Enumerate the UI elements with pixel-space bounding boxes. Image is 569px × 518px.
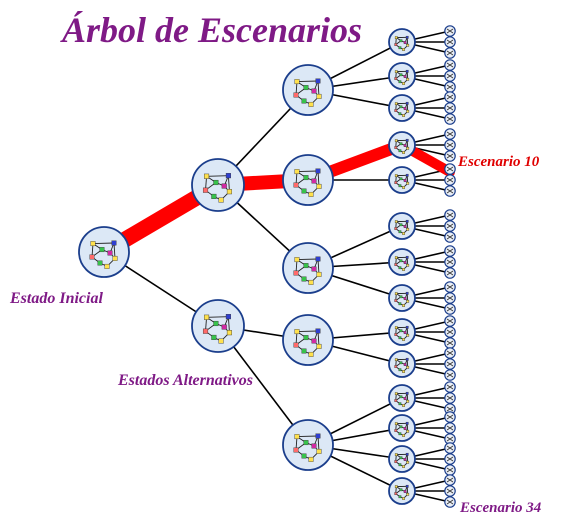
leaf-scenario-28 <box>444 358 456 370</box>
node-level2-0 <box>282 64 334 116</box>
node-level3-5 <box>388 212 416 240</box>
leaf-scenario-33 <box>444 411 456 423</box>
leaf-scenario-22 <box>444 292 456 304</box>
leaf-scenario-11 <box>444 150 456 162</box>
leaf-scenario-34 <box>444 422 456 434</box>
leaf-scenario-15 <box>444 209 456 221</box>
tree-nodes <box>78 25 456 508</box>
node-level3-7 <box>388 284 416 312</box>
diagram-labels: Árbol de Escenarios Estado Inicial Estad… <box>9 10 542 516</box>
node-level3-13 <box>388 477 416 505</box>
leaf-scenario-24 <box>444 315 456 327</box>
leaf-scenario-39 <box>444 474 456 486</box>
leaf-scenario-3 <box>444 59 456 71</box>
diagram-title: Árbol de Escenarios <box>60 10 362 50</box>
leaf-scenario-4 <box>444 70 456 82</box>
leaf-scenario-19 <box>444 256 456 268</box>
node-level3-10 <box>388 384 416 412</box>
leaf-scenario-18 <box>444 245 456 257</box>
leaf-scenario-2 <box>444 47 456 59</box>
node-level3-0 <box>388 28 416 56</box>
leaf-scenario-16 <box>444 220 456 232</box>
leaf-scenario-10 <box>444 139 456 151</box>
node-level3-1 <box>388 62 416 90</box>
node-level2-4 <box>282 419 334 471</box>
leaf-scenario-9 <box>444 128 456 140</box>
leaf-scenario-5 <box>444 81 456 93</box>
leaf-scenario-35 <box>444 433 456 445</box>
node-initial-state <box>78 226 130 278</box>
leaf-scenario-41 <box>444 496 456 508</box>
leaf-scenario-21 <box>444 281 456 293</box>
leaf-scenario-40 <box>444 485 456 497</box>
node-level2-2 <box>282 242 334 294</box>
leaf-scenario-27 <box>444 347 456 359</box>
node-level3-3 <box>388 131 416 159</box>
leaf-scenario-17 <box>444 231 456 243</box>
leaf-scenario-7 <box>444 102 456 114</box>
node-level3-11 <box>388 414 416 442</box>
leaf-scenario-14 <box>444 185 456 197</box>
node-level2-3 <box>282 314 334 366</box>
leaf-scenario-8 <box>444 113 456 125</box>
leaf-scenario-36 <box>444 442 456 454</box>
node-level3-8 <box>388 318 416 346</box>
label-scenario-10: Escenario 10 <box>457 154 540 170</box>
node-level1-0 <box>191 158 245 212</box>
leaf-scenario-1 <box>444 36 456 48</box>
label-initial-state: Estado Inicial <box>9 290 103 307</box>
leaf-scenario-13 <box>444 174 456 186</box>
leaf-scenario-20 <box>444 267 456 279</box>
leaf-scenario-26 <box>444 337 456 349</box>
leaf-scenario-12 <box>444 163 456 175</box>
node-level2-1 <box>282 154 334 206</box>
node-level3-9 <box>388 350 416 378</box>
label-scenario-34: Escenario 34 <box>459 500 542 516</box>
leaf-scenario-0 <box>444 25 456 37</box>
leaf-scenario-29 <box>444 369 456 381</box>
leaf-scenario-23 <box>444 303 456 315</box>
node-level3-6 <box>388 248 416 276</box>
node-level3-12 <box>388 445 416 473</box>
leaf-scenario-6 <box>444 91 456 103</box>
leaf-scenario-31 <box>444 392 456 404</box>
label-alternative-states: Estados Alternativos <box>117 372 253 389</box>
leaf-scenario-38 <box>444 464 456 476</box>
leaf-scenario-25 <box>444 326 456 338</box>
node-level1-1 <box>191 299 245 353</box>
node-level3-4 <box>388 166 416 194</box>
leaf-scenario-37 <box>444 453 456 465</box>
leaf-scenario-30 <box>444 381 456 393</box>
node-level3-2 <box>388 94 416 122</box>
